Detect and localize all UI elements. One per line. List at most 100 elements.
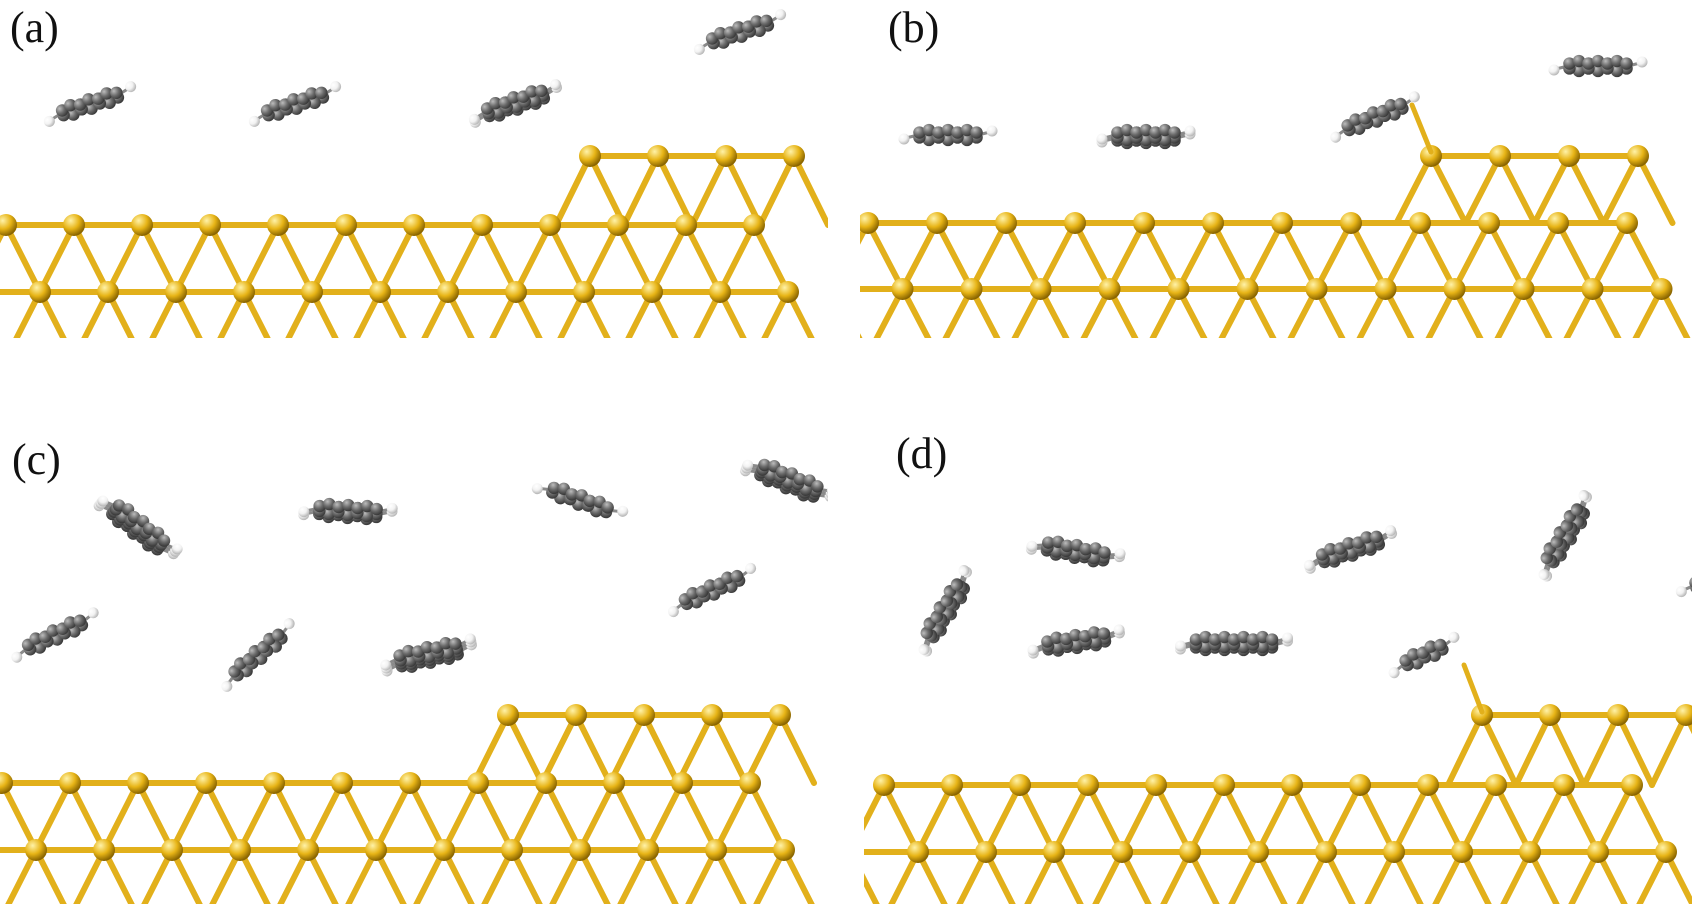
au-au-bond: [553, 153, 593, 228]
au-au-bond: [0, 780, 39, 853]
au-au-bond: [1391, 849, 1424, 904]
carbon-atom: [1570, 503, 1584, 516]
au-au-bond: [37, 289, 67, 338]
au-au-bond: [615, 222, 655, 295]
carbon-atom: [922, 133, 936, 147]
carbon-atom: [313, 499, 326, 513]
carbon-atom: [721, 571, 734, 584]
carbon-atom: [1060, 539, 1074, 553]
au-atom: [59, 772, 81, 794]
au-au-bond: [481, 847, 515, 904]
c-au-bond: [1461, 662, 1485, 715]
molecule: [1027, 624, 1125, 659]
au-au-bond: [679, 780, 719, 853]
carbon-atom: [342, 498, 355, 512]
au-atom: [743, 214, 765, 236]
au-au-bond: [899, 286, 932, 338]
au-au-bond: [1428, 153, 1469, 226]
carbon-atom: [100, 87, 113, 100]
hydrogen-atom: [43, 115, 55, 127]
au-au-bond: [217, 289, 247, 338]
au-au-bond: [649, 222, 689, 295]
au-au-bond: [865, 220, 906, 292]
panel-b: (b): [860, 0, 1692, 338]
carbon-atom: [1563, 57, 1576, 70]
carbon-atom: [1407, 648, 1420, 661]
au-au-bond: [353, 289, 383, 338]
carbon-atom: [103, 96, 116, 110]
au-au-bond: [1555, 220, 1596, 292]
au-atom: [1650, 278, 1673, 300]
au-au-bond: [1051, 849, 1084, 904]
gold-slab: [0, 704, 817, 904]
panel-c: (c): [0, 430, 828, 904]
au-au-bond: [1356, 286, 1389, 338]
au-au-bond: [751, 222, 791, 295]
panel-a: (a): [0, 0, 828, 338]
carbon-atom: [322, 507, 335, 521]
au-au-bond: [1348, 220, 1389, 292]
carbon-atom: [930, 610, 944, 623]
au-au-bond: [713, 847, 747, 904]
au-au-bond: [441, 780, 481, 853]
au-au-bond: [1451, 286, 1484, 338]
au-atom: [860, 212, 879, 234]
au-au-bond: [685, 847, 719, 904]
au-au-bond: [1017, 782, 1057, 855]
carbon-atom: [361, 499, 374, 513]
carbon-atom: [308, 96, 321, 110]
au-atom: [777, 281, 799, 303]
au-atom: [199, 214, 221, 236]
carbon-atom: [1218, 640, 1231, 654]
au-au-bond: [1080, 286, 1113, 338]
au-au-bond: [864, 782, 887, 832]
au-au-bond: [1210, 220, 1251, 292]
au-au-bond: [785, 289, 815, 338]
au-au-bond: [1649, 712, 1689, 788]
carbon-atom: [730, 569, 744, 583]
carbon-atom: [525, 85, 538, 98]
au-au-bond: [864, 872, 880, 904]
au-atom: [1145, 774, 1167, 796]
au-au-bond: [1092, 849, 1125, 904]
au-au-bond: [655, 153, 695, 228]
carbon-atom: [341, 508, 354, 522]
au-au-bond: [781, 847, 815, 904]
carbon-atom: [750, 15, 763, 28]
carbon-atom: [1199, 630, 1212, 644]
au-atom: [501, 839, 523, 861]
carbon-atom: [932, 126, 945, 139]
au-au-bond: [13, 289, 43, 338]
au-au-bond: [1425, 782, 1465, 855]
carbon-atom: [951, 126, 964, 139]
carbon-atom: [1434, 638, 1447, 652]
carbon-atom: [940, 594, 954, 607]
au-atom: [403, 214, 425, 236]
au-atom: [739, 772, 761, 794]
au-au-bond: [641, 712, 681, 786]
au-au-bond: [285, 289, 315, 338]
au-au-bond: [949, 782, 989, 855]
carbon-atom: [528, 94, 541, 108]
au-atom: [1627, 145, 1649, 167]
carbon-atom: [714, 26, 727, 40]
au-atom: [437, 281, 459, 303]
au-au-bond: [173, 289, 203, 338]
au-au-bond: [169, 780, 209, 853]
au-au-bond: [413, 847, 447, 904]
molecule: [43, 81, 137, 127]
hydrogen-atom: [1385, 525, 1397, 537]
hydrogen-atom: [380, 659, 392, 671]
au-atom: [29, 281, 51, 303]
au-atom: [1167, 278, 1190, 300]
carbon-atom: [1394, 97, 1407, 111]
molecule: [93, 495, 183, 560]
au-au-bond: [1497, 153, 1538, 226]
carbon-atom: [1360, 531, 1373, 544]
carbon-atom: [1087, 626, 1101, 639]
au-atom: [975, 841, 997, 863]
au-atom: [715, 145, 737, 167]
au-au-bond: [101, 847, 135, 904]
hydrogen-atom: [1388, 667, 1400, 679]
au-au-bond: [135, 780, 175, 853]
